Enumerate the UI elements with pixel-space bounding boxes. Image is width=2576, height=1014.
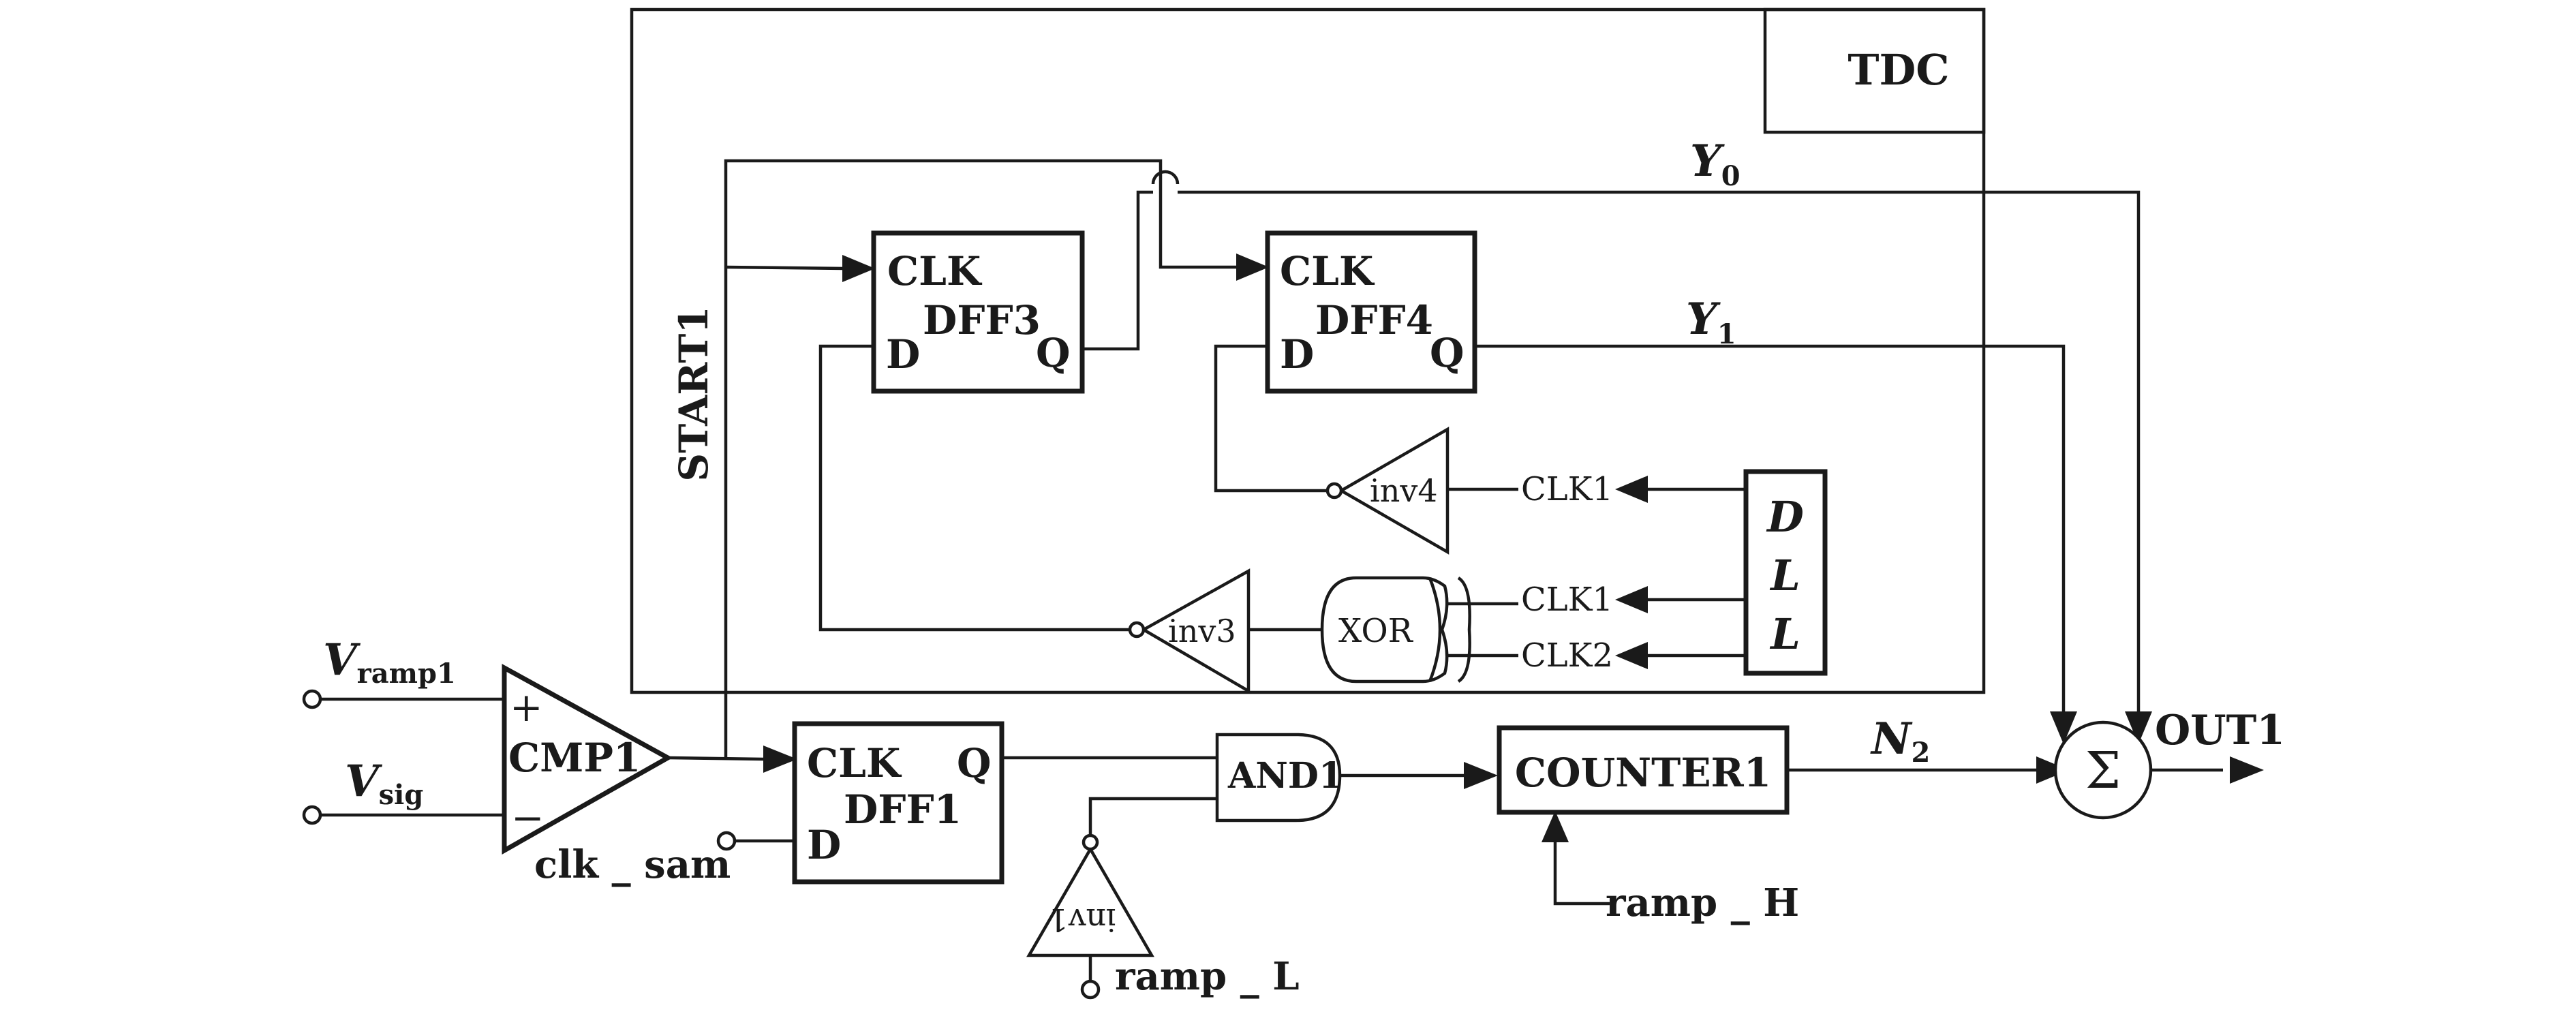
- y0-label: Y0: [1690, 136, 1741, 192]
- arrow-dff4-clk: [1236, 253, 1269, 281]
- dff4-name: DFF4: [1315, 297, 1433, 343]
- arrow-dff1-clk: [763, 746, 797, 773]
- dff3-clk-label: CLK: [887, 248, 983, 294]
- arrowheads: [763, 253, 2264, 842]
- arrow-y0-in: [2125, 711, 2152, 744]
- y1-wire: [1474, 344, 2066, 716]
- inv3-to-dff3-d: [818, 344, 1133, 632]
- dff3-block: CLK DFF3 D Q: [871, 230, 1085, 394]
- and1-label: AND1: [1227, 755, 1343, 797]
- inv1-to-and1: [1088, 797, 1217, 837]
- counter1-label: COUNTER1: [1515, 750, 1771, 796]
- dff1-clk-label: CLK: [807, 740, 902, 786]
- inv4-to-dff4-d: [1214, 344, 1330, 493]
- dff4-block: CLK DFF4 D Q: [1265, 230, 1477, 394]
- counter1-block: COUNTER1: [1497, 725, 1790, 815]
- inv1-label: inv1: [1048, 902, 1116, 938]
- sigma-symbol: Σ: [2085, 741, 2121, 800]
- start1-to-dff4-clk: [1159, 176, 1240, 269]
- inv1-gate: inv1: [1026, 833, 1154, 1000]
- dff1-d-label: D: [807, 822, 841, 868]
- n2-label: N2: [1870, 713, 1930, 769]
- cmp1-label: CMP1: [508, 735, 641, 781]
- start1-label: START1: [671, 306, 717, 482]
- clksam-label: clk _ sam: [534, 842, 731, 887]
- clk2-label: CLK2: [1521, 636, 1613, 675]
- dll-l2: L: [1769, 609, 1800, 659]
- start1-wire: [724, 159, 1163, 758]
- inv4-label: inv4: [1370, 472, 1438, 509]
- vramp1-pin: [302, 689, 322, 709]
- sigma-adder: Σ: [2053, 720, 2153, 820]
- vsig-pin: [302, 805, 322, 825]
- ramph-wire: [1553, 840, 1610, 906]
- arrow-clk1-top: [1615, 476, 1648, 503]
- ramph-label: ramp _ H: [1606, 880, 1799, 925]
- inv3-gate: inv3: [1128, 568, 1251, 694]
- dll-l1: L: [1769, 551, 1800, 600]
- dll-d: D: [1766, 492, 1804, 542]
- arrow-sigma-in: [2036, 756, 2069, 784]
- arrow-counter1-in: [1464, 762, 1498, 789]
- wire-hop: [1151, 170, 1180, 185]
- xor-back-curve: [1457, 577, 1471, 683]
- tdc-enclosure: [630, 7, 1986, 694]
- y1-label: Y1: [1686, 294, 1736, 350]
- arrow-ramph: [1542, 811, 1569, 842]
- dff4-clk-label: CLK: [1280, 248, 1375, 294]
- dff1-q-label: Q: [957, 740, 992, 786]
- wires: [319, 7, 2223, 981]
- inv4-bubble: [1325, 482, 1343, 500]
- arrow-clk1-mid: [1615, 586, 1648, 613]
- tdc-label-box: TDC: [1763, 7, 1986, 134]
- inv3-label: inv3: [1168, 613, 1236, 649]
- clk1-top-label: CLK1: [1521, 470, 1613, 508]
- rampl-pin: [1080, 979, 1101, 1000]
- dff3-q-label: Q: [1036, 330, 1071, 376]
- cmp1-to-dff1: [667, 756, 764, 761]
- and1-gate: AND1: [1215, 733, 1343, 823]
- dll-block: D L L: [1743, 469, 1828, 676]
- inv1-bubble: [1082, 833, 1099, 851]
- xor-label: XOR: [1338, 612, 1414, 650]
- vramp1-label: Vramp1: [323, 634, 456, 690]
- vsig-label: Vsig: [345, 756, 423, 811]
- xor-gate: XOR: [1320, 576, 1471, 683]
- clk1-mid-label: CLK1: [1521, 581, 1613, 619]
- arrow-y1-in: [2050, 711, 2077, 744]
- arrow-clk2: [1615, 642, 1648, 669]
- inv4-gate: inv4: [1325, 427, 1450, 555]
- dff4-q-label: Q: [1430, 330, 1465, 376]
- out1-label: OUT1: [2155, 707, 2285, 754]
- arrow-dff3-clk: [842, 255, 875, 282]
- inv3-bubble: [1128, 621, 1146, 639]
- dff3-name: DFF3: [923, 297, 1041, 343]
- tdc-label: TDC: [1847, 45, 1949, 95]
- rampl-label: ramp _ L: [1115, 954, 1300, 999]
- y0-wire: [1083, 190, 2141, 716]
- dff3-d-label: D: [886, 331, 920, 378]
- dff1-block: CLK Q DFF1 D: [792, 721, 1005, 885]
- dff1-name: DFF1: [844, 786, 962, 833]
- start1-to-dff3-clk: [725, 265, 846, 271]
- dff4-d-label: D: [1280, 331, 1314, 378]
- clksam-pin: [716, 831, 737, 851]
- arrow-out1: [2230, 756, 2264, 784]
- cmp1-comparator: + − CMP1: [502, 664, 673, 855]
- cmp1-minus: −: [511, 795, 545, 841]
- cmp1-plus: +: [510, 684, 543, 731]
